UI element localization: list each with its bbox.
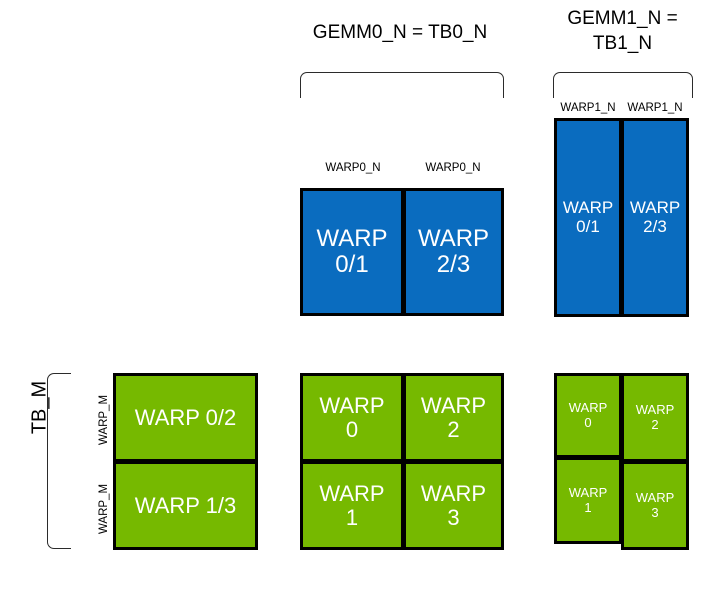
gemm1-green-cell-0[interactable]: WARP 0 — [554, 373, 622, 458]
gemm0-title: GEMM0_N = TB0_N — [312, 22, 488, 43]
gemm1-blue-caption-1: WARP1_N — [627, 102, 683, 114]
gemm0-blue-caption-0: WARP0_N — [325, 162, 381, 174]
gemm0-blue-cell-1[interactable]: WARP 2/3 — [403, 188, 504, 316]
gemm0-green-cell-3[interactable]: WARP 3 — [403, 461, 504, 550]
gemm1-span-bracket — [553, 72, 693, 98]
gemm0-green-cell-2[interactable]: WARP 1 — [300, 461, 404, 550]
gemm1-blue-cell-1[interactable]: WARP 2/3 — [621, 118, 689, 317]
tbm-green-row-caption-0: WARP_M — [98, 394, 110, 446]
gemm0-span-bracket — [300, 72, 504, 98]
tbm-green-cell-0[interactable]: WARP 0/2 — [113, 373, 258, 462]
gemm0-green-cell-1[interactable]: WARP 2 — [403, 373, 504, 462]
tb-m-bracket — [47, 373, 71, 549]
gemm1-green-cell-1[interactable]: WARP 2 — [621, 373, 689, 462]
gemm0-green-cell-0[interactable]: WARP 0 — [300, 373, 404, 462]
gemm1-blue-cell-0[interactable]: WARP 0/1 — [554, 118, 622, 317]
gemm1-blue-caption-0: WARP1_N — [560, 102, 616, 114]
gemm1-green-cell-2[interactable]: WARP 1 — [554, 457, 622, 544]
gemm1-green-cell-3[interactable]: WARP 3 — [621, 461, 689, 550]
gemm0-blue-cell-0[interactable]: WARP 0/1 — [300, 188, 404, 316]
tb-m-label: TB_M — [28, 380, 51, 435]
tbm-green-cell-1[interactable]: WARP 1/3 — [113, 461, 258, 550]
gemm1-title: GEMM1_N = TB1_N — [567, 8, 678, 54]
tbm-green-row-caption-1: WARP_M — [98, 483, 110, 535]
gemm0-blue-caption-1: WARP0_N — [425, 162, 481, 174]
